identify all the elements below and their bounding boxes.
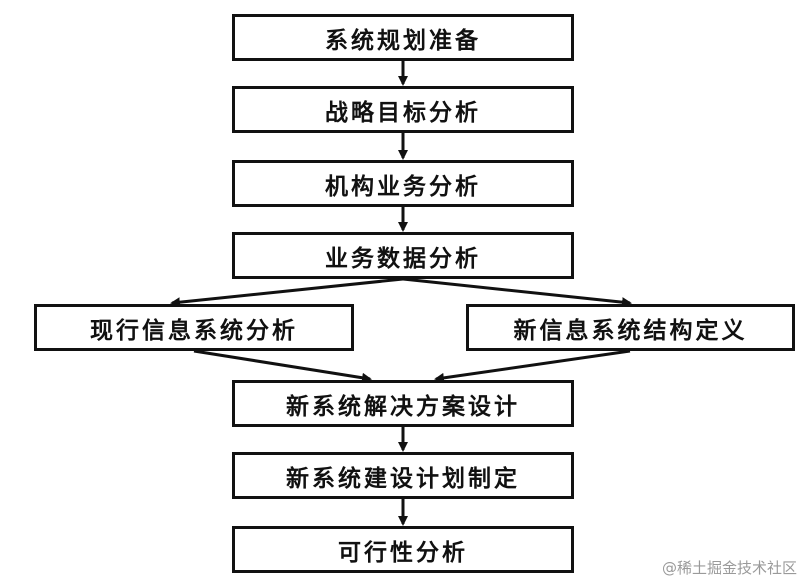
step-org-business-analysis: 机构业务分析	[232, 160, 574, 207]
step-label: 新系统建设计划制定	[286, 465, 520, 492]
step-label: 现行信息系统分析	[90, 317, 298, 344]
arrow-current-to-solution	[193, 349, 372, 383]
step-label: 新系统解决方案设计	[286, 393, 520, 420]
step-new-system-solution-design: 新系统解决方案设计	[232, 380, 574, 427]
arrow-data-to-current	[170, 277, 404, 308]
step-new-info-system-structure: 新信息系统结构定义	[466, 304, 795, 351]
step-label: 机构业务分析	[325, 173, 481, 200]
arrow-newstructure-to-solution	[434, 349, 631, 383]
step-label: 战略目标分析	[325, 99, 481, 126]
step-label: 新信息系统结构定义	[513, 317, 748, 344]
step-feasibility-analysis: 可行性分析	[232, 526, 574, 573]
step-label: 业务数据分析	[325, 245, 481, 272]
arrow-data-to-newstructure	[402, 277, 632, 308]
step-new-system-build-plan: 新系统建设计划制定	[232, 452, 574, 499]
watermark-text: @稀土掘金技术社区	[661, 559, 797, 577]
step-system-planning-prep: 系统规划准备	[232, 14, 574, 61]
step-label: 可行性分析	[338, 539, 468, 566]
step-current-info-system-analysis: 现行信息系统分析	[34, 304, 354, 351]
step-label: 系统规划准备	[325, 27, 481, 54]
step-strategic-goal-analysis: 战略目标分析	[232, 86, 574, 133]
step-business-data-analysis: 业务数据分析	[232, 232, 574, 279]
